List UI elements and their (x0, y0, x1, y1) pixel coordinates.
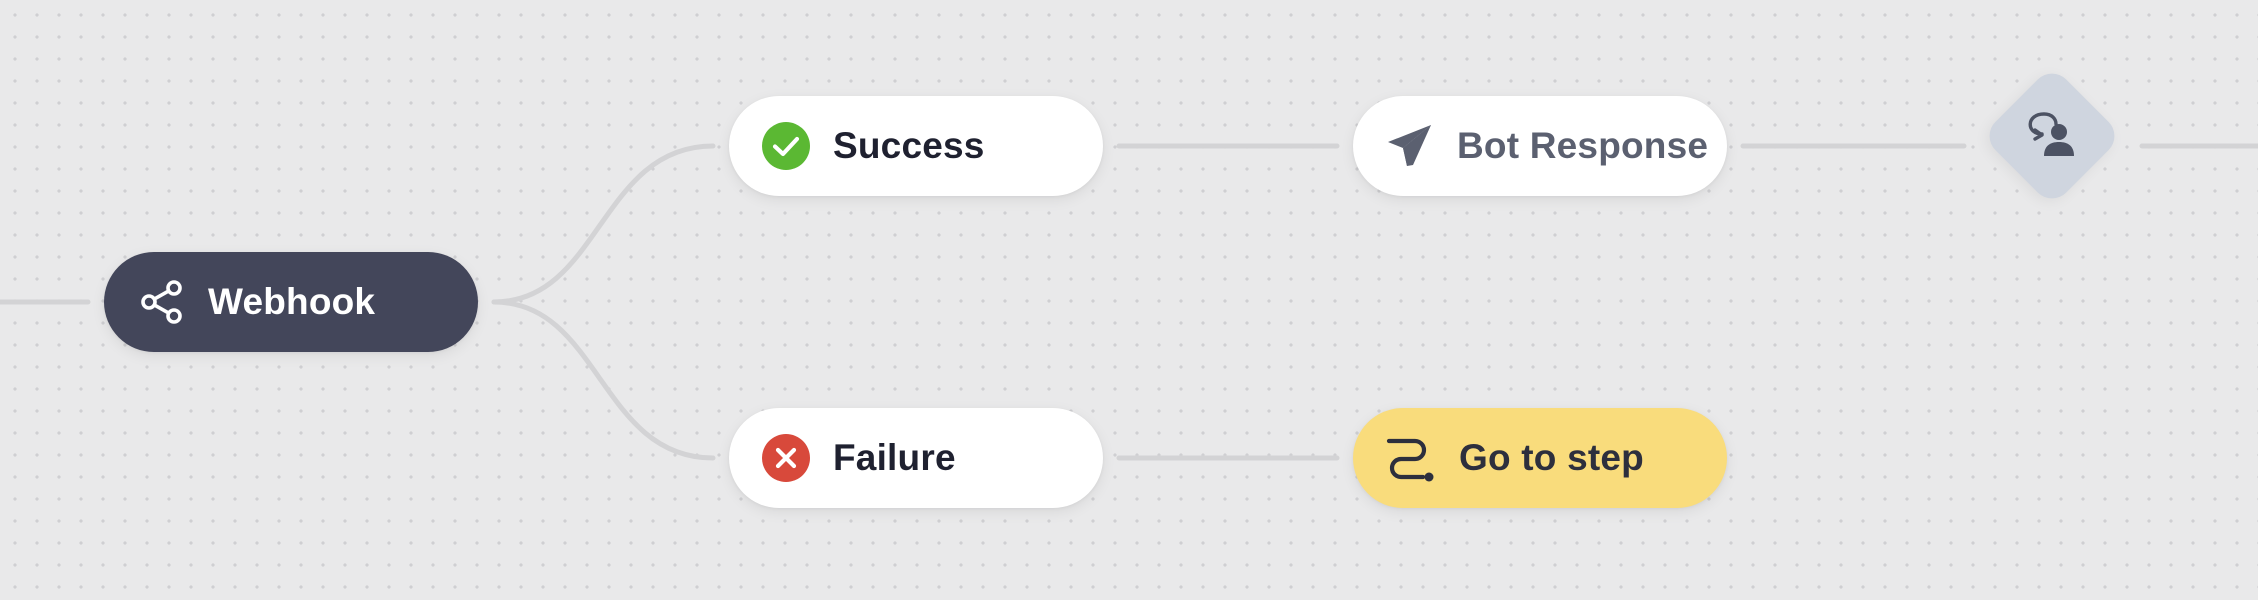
route-icon (1385, 433, 1437, 483)
check-circle-icon (761, 121, 811, 171)
bot-response-node-label: Bot Response (1457, 125, 1709, 166)
webhook-node-label: Webhook (208, 281, 376, 322)
failure-node-label: Failure (833, 437, 956, 478)
x-circle-icon (761, 433, 811, 483)
bot-response-node[interactable]: Bot Response (1353, 96, 1727, 196)
success-node[interactable]: Success (729, 96, 1103, 196)
success-node-label: Success (833, 125, 985, 166)
connector-webhook-to-success (491, 143, 716, 305)
webhook-node[interactable]: Webhook (104, 252, 478, 352)
go-to-step-node[interactable]: Go to step (1353, 408, 1727, 508)
paper-plane-icon (1385, 121, 1435, 171)
connector-webhook-to-failure (491, 299, 716, 461)
go-to-step-node-label: Go to step (1459, 437, 1644, 478)
share-icon (138, 278, 186, 326)
failure-node[interactable]: Failure (729, 408, 1103, 508)
